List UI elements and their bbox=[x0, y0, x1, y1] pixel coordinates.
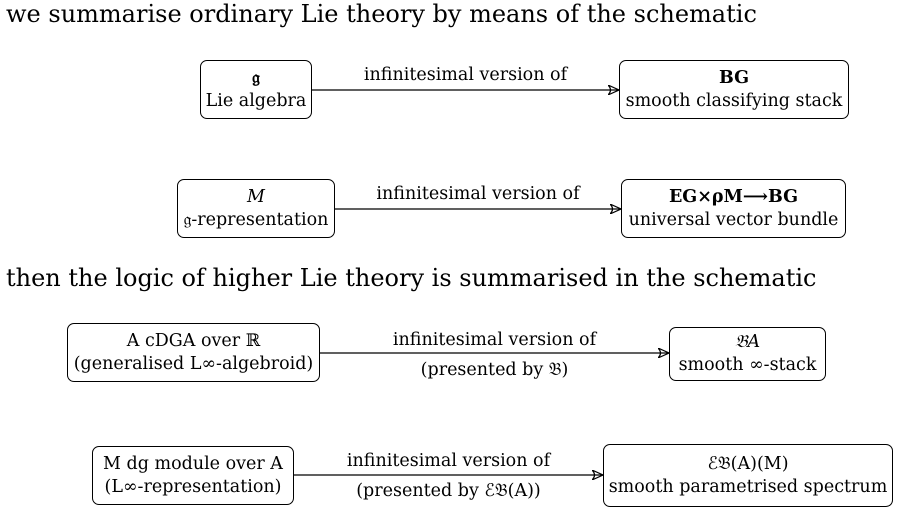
higher-theory-text: then the logic of higher Lie theory is s… bbox=[6, 264, 817, 292]
node-label: universal vector bundle bbox=[628, 209, 839, 230]
cdga-node: A cDGA over ℝ (generalised L∞-algebroid) bbox=[67, 323, 320, 382]
node-label: (generalised L∞-algebroid) bbox=[73, 353, 314, 374]
edge-sublabel-3: (presented by 𝔅) bbox=[420, 360, 569, 380]
edge-label-1: infinitesimal version of bbox=[363, 65, 568, 85]
node-symbol: A cDGA over ℝ bbox=[126, 330, 261, 351]
classifying-stack-node: BG smooth classifying stack bbox=[619, 60, 849, 119]
edge-label-4: infinitesimal version of bbox=[346, 451, 551, 471]
node-label: (L∞-representation) bbox=[104, 476, 282, 497]
dg-module-node: M dg module over A (L∞-representation) bbox=[92, 446, 294, 505]
node-symbol: M bbox=[247, 186, 265, 207]
edge-sublabel-4: (presented by ℰ𝔅(A)) bbox=[356, 481, 541, 501]
spectrum-node: ℰ𝔅(A)(M) smooth parametrised spectrum bbox=[603, 444, 893, 507]
vector-bundle-node: EG×ρM⟶BG universal vector bundle bbox=[621, 179, 846, 238]
node-label: smooth classifying stack bbox=[625, 90, 843, 111]
node-symbol: 𝔅A bbox=[734, 332, 761, 352]
node-symbol: EG×ρM⟶BG bbox=[668, 186, 799, 207]
node-symbol: BG bbox=[718, 67, 750, 88]
node-label: Lie algebra bbox=[205, 90, 307, 111]
node-symbol: 𝔤 bbox=[252, 67, 260, 88]
representation-node: M 𝔤-representation bbox=[177, 179, 335, 238]
infinity-stack-node: 𝔅A smooth ∞-stack bbox=[669, 327, 826, 381]
node-label: smooth ∞-stack bbox=[678, 355, 817, 375]
lie-algebra-node: 𝔤 Lie algebra bbox=[200, 60, 312, 119]
node-symbol: M dg module over A bbox=[103, 453, 283, 474]
intro-text: we summarise ordinary Lie theory by mean… bbox=[6, 0, 757, 28]
node-label: smooth parametrised spectrum bbox=[608, 476, 888, 497]
edge-label-2: infinitesimal version of bbox=[376, 184, 580, 204]
node-symbol: ℰ𝔅(A)(M) bbox=[707, 453, 789, 474]
edge-label-3: infinitesimal version of bbox=[392, 330, 597, 350]
node-label: 𝔤-representation bbox=[183, 209, 329, 230]
